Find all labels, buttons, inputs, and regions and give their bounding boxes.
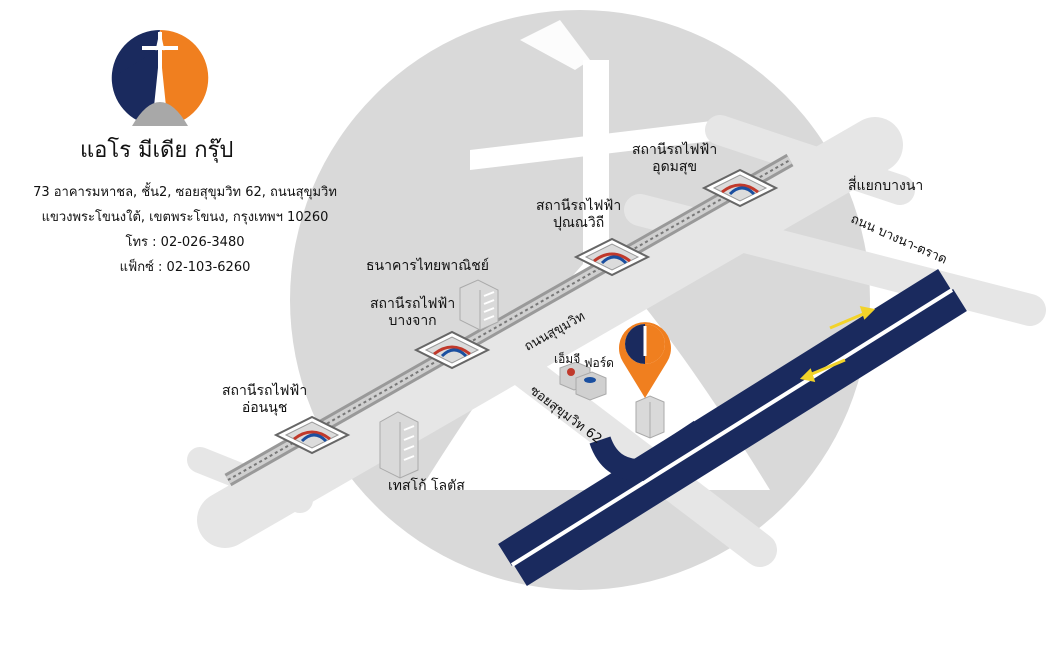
tesco-building (379, 411, 419, 479)
station-label-on-nut: สถานีรถไฟฟ้าอ่อนนุช (222, 383, 308, 416)
buildings (379, 279, 665, 479)
ford-label: ฟอร์ด (584, 356, 614, 370)
station-label-udom-suk: สถานีรถไฟฟ้าอุดมสุข (632, 142, 718, 175)
location-pin-icon (619, 322, 671, 398)
traffic-arrows (799, 306, 876, 382)
company-name: แอโร มีเดีย กรุ๊ป (80, 138, 234, 163)
station-label-punnawithi: สถานีรถไฟฟ้าปุณณวิถี (536, 198, 622, 231)
expressway (498, 268, 967, 587)
soi-62-road (493, 343, 777, 567)
address-line-2: แขวงพระโขนงใต้, เขตพระโขนง, กรุงเทพฯ 102… (41, 210, 329, 225)
office-building (635, 395, 665, 439)
station-on-nut (273, 415, 351, 455)
roads (187, 115, 1046, 567)
sukhumvit-road (197, 117, 903, 548)
fax-number: แฟ็กซ์ : 02-103-6260 (119, 260, 251, 275)
address-line-1: 73 อาคารมหาชล, ชั้น2, ซอยสุขุมวิท 62, ถน… (33, 185, 337, 200)
mg-ford-showrooms (559, 361, 607, 401)
station-punnawithi (573, 237, 651, 277)
company-address: 73 อาคารมหาชล, ชั้น2, ซอยสุขุมวิท 62, ถน… (10, 180, 360, 280)
mg-label: เอ็มจี (554, 352, 581, 366)
scb-building (459, 279, 499, 331)
tesco-label: เทสโก้ โลตัส (388, 478, 465, 494)
company-logo (111, 29, 209, 126)
station-udom-suk (701, 168, 779, 208)
bts-stations (273, 168, 779, 455)
scb-label: ธนาคารไทยพาณิชย์ (366, 258, 489, 274)
station-bang-chak (413, 330, 491, 370)
station-label-bang-chak: สถานีรถไฟฟ้าบางจาก (370, 296, 456, 329)
phone-number: โทร : 02-026-3480 (125, 235, 245, 250)
bangna-junction-label: สี่แยกบางนา (848, 178, 924, 194)
